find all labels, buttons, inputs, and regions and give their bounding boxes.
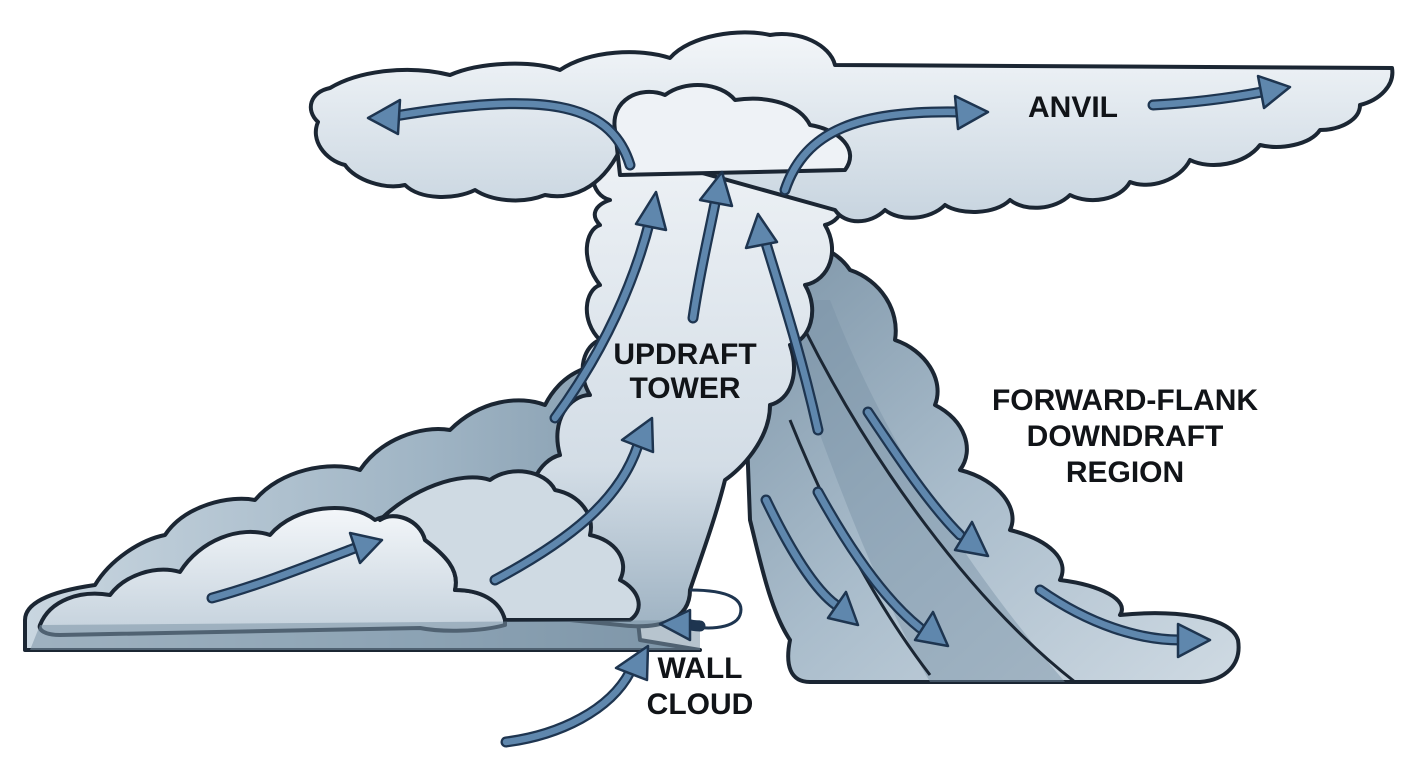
downdraft-arrow-1-head — [953, 520, 990, 558]
downdraft-line-1 — [803, 329, 1076, 684]
label-wall-2: CLOUD — [647, 688, 754, 721]
ground-inflow-arrowhead — [614, 644, 650, 682]
updraft-arrow-3-head — [744, 212, 779, 250]
downdraft-arrow-2-head — [826, 590, 860, 627]
updraft-arrow-2-head — [698, 170, 734, 208]
inflow-arrow-mid-head — [620, 416, 655, 454]
label-updraft-2: TOWER — [629, 372, 740, 405]
wall-cloud-arrowhead — [658, 608, 692, 642]
anvil-left-arrowhead — [366, 98, 402, 136]
updraft-arrow-1-head — [634, 190, 668, 232]
base-band — [30, 620, 700, 650]
anvil-right-arrowhead — [953, 94, 990, 131]
inflow-arrow-low-head — [348, 531, 384, 565]
label-wall-1: WALL — [658, 652, 743, 685]
label-forward-3: REGION — [1066, 456, 1184, 489]
label-forward-1: FORWARD-FLANK — [992, 384, 1258, 417]
downdraft-arrow-3-head — [913, 610, 950, 648]
tower-top — [612, 83, 852, 177]
label-forward-2: DOWNDRAFT — [1027, 420, 1224, 453]
inflow-cloud-back — [378, 469, 641, 622]
downdraft-arrow-4-head — [1176, 622, 1212, 659]
label-anvil: ANVIL — [1028, 91, 1118, 124]
anvil-far-right-arrowhead — [1256, 74, 1292, 110]
ground-inflow-arrow[interactable] — [500, 666, 636, 748]
label-updraft-1: UPDRAFT — [613, 338, 756, 371]
